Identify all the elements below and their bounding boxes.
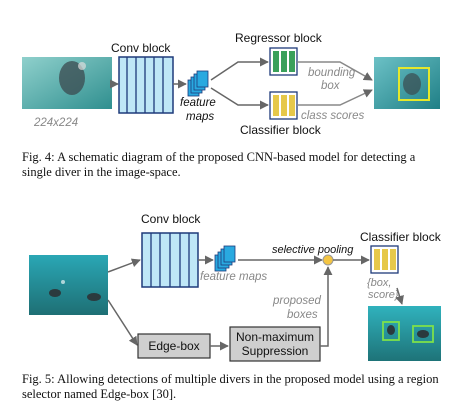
bounding-label: bounding	[308, 67, 356, 79]
conv-block	[118, 56, 174, 114]
maps-label: maps	[186, 111, 214, 123]
feature-maps-label: feature maps	[200, 271, 267, 283]
nms-label-2: Suppression	[242, 344, 309, 358]
feature-label: feature	[180, 97, 216, 109]
detection-box-1	[382, 321, 400, 341]
regressor-block-label: Regressor block	[235, 31, 323, 45]
detection-box-2	[412, 325, 434, 343]
arrow-input-to-conv	[107, 258, 141, 273]
arrow-input-to-edgebox	[107, 299, 138, 346]
arrow-to-regressor	[210, 57, 269, 81]
arrow-classifier-to-output	[395, 287, 404, 305]
feature-maps-stack	[214, 245, 236, 272]
selective-pooling-node	[322, 254, 334, 266]
input-size-label: 224x224	[33, 117, 78, 129]
box-label: box	[321, 80, 341, 92]
arrow-regressor-to-output	[297, 61, 373, 81]
classifier-block	[370, 245, 399, 274]
classifier-block	[269, 91, 298, 120]
conv-block-label: Conv block	[141, 212, 201, 226]
feature-maps-stack	[187, 70, 209, 97]
regressor-block	[269, 47, 298, 76]
box-score-label-1: {box,	[367, 277, 391, 289]
conv-block	[141, 232, 199, 288]
figure-4-caption: Fig. 4: A schematic diagram of the propo…	[22, 150, 416, 179]
selective-pooling-label: selective pooling	[272, 244, 354, 256]
input-image	[29, 255, 108, 315]
detection-box	[398, 67, 430, 101]
proposed-label: proposed	[272, 295, 322, 307]
box-score-label-2: score}	[368, 289, 399, 301]
figure-4-diagram: 224x224 Conv block feature maps Regresso…	[22, 31, 440, 137]
input-image	[22, 57, 112, 109]
conv-block-label: Conv block	[111, 41, 171, 55]
nms-block	[229, 326, 321, 362]
class-scores-label: class scores	[301, 110, 365, 122]
arrow-classifier-to-output	[297, 89, 373, 106]
figure-5-caption: Fig. 5: Allowing detections of multiple …	[22, 372, 439, 401]
edge-box-label: Edge-box	[148, 339, 199, 353]
nms-label-1: Non-maximum	[236, 330, 314, 344]
classifier-block-label: Classifier block	[360, 230, 442, 244]
arrow-to-classifier	[210, 87, 269, 110]
output-image	[368, 306, 441, 361]
edge-box-block	[137, 333, 211, 359]
arrow-nms-to-pool	[320, 266, 333, 347]
output-image	[374, 57, 440, 109]
classifier-block-label: Classifier block	[240, 123, 322, 137]
boxes-label: boxes	[287, 309, 318, 321]
figure-5-diagram: Conv block feature maps selective poolin…	[29, 212, 442, 362]
